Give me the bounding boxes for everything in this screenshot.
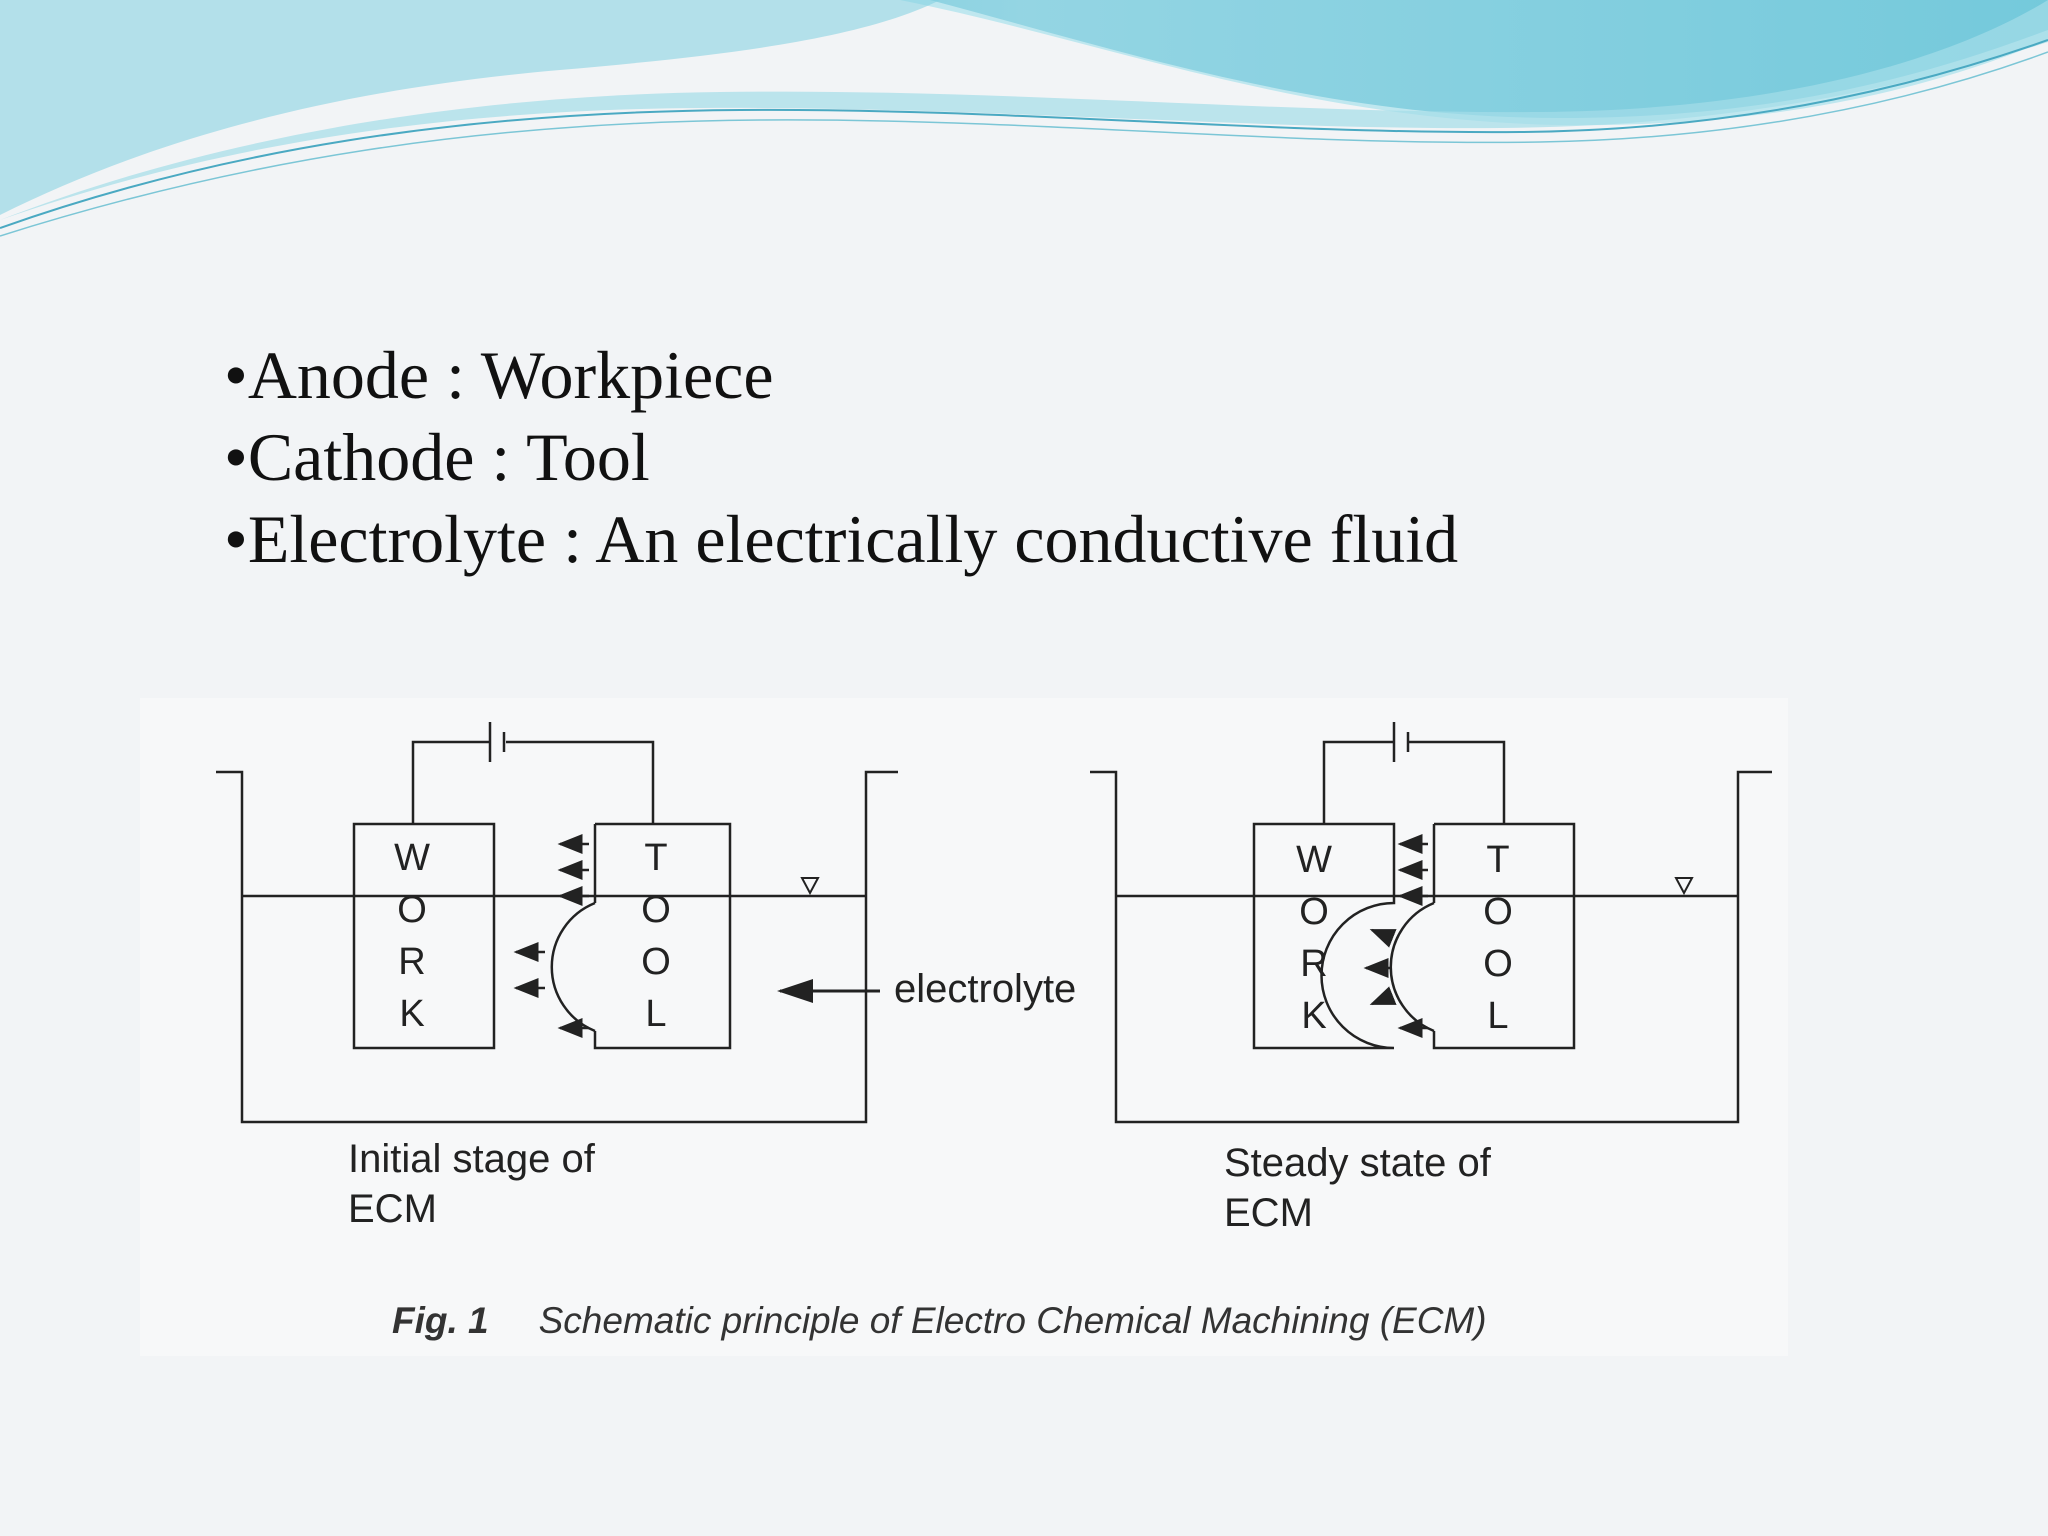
work-letter: K [399, 993, 424, 1035]
steady-state-diagram [1090, 722, 1772, 1124]
tool-tip-curve-right [1389, 901, 1435, 1033]
level-marker-right [1674, 877, 1694, 896]
figure-caption: Fig. 1 Schematic principle of Electro Che… [392, 1300, 1487, 1342]
work-letter: W [1296, 839, 1332, 881]
work-letter: K [1301, 995, 1326, 1037]
tool-letter: O [641, 941, 671, 983]
work-letter: R [1300, 943, 1327, 985]
bullet-item: Electrolyte : An electrically conductive… [224, 498, 1458, 580]
work-block-right [1252, 822, 1396, 1050]
circuit-wire-left [411, 740, 655, 824]
work-letter: R [398, 941, 425, 983]
work-letter: O [1299, 891, 1329, 933]
figure-number: Fig. 1 [392, 1300, 489, 1341]
tool-block-left [593, 822, 732, 1050]
tool-letter: O [1483, 891, 1513, 933]
tool-block-right [1432, 822, 1576, 1050]
tool-letter: O [641, 889, 671, 931]
figure-title: Schematic principle of Electro Chemical … [538, 1300, 1487, 1341]
initial-stage-caption-line1: Initial stage of [348, 1137, 596, 1181]
tool-tip-curve-left [550, 901, 596, 1033]
bullet-item: Anode : Workpiece [224, 334, 1458, 416]
bullet-list: Anode : Workpiece Cathode : Tool Electro… [224, 334, 1458, 580]
initial-stage-diagram [216, 722, 898, 1124]
work-letter: W [394, 837, 430, 879]
tool-letter: O [1483, 943, 1513, 985]
initial-stage-caption-line2: ECM [348, 1187, 437, 1231]
work-letter: O [397, 889, 427, 931]
steady-state-caption-line1: Steady state of [1224, 1141, 1492, 1185]
bullet-item: Cathode : Tool [224, 416, 1458, 498]
circuit-wire-right [1322, 740, 1506, 824]
level-marker-left [800, 877, 820, 896]
work-block-left [352, 822, 496, 1050]
tool-letter: T [1486, 839, 1509, 881]
figure-panel: W O R K T O O L W O R K T O O L electrol… [140, 698, 1788, 1356]
electrolyte-label: electrolyte [894, 967, 1076, 1011]
tank-right [1090, 770, 1772, 1124]
tool-letter: L [1487, 995, 1508, 1037]
tool-letter: L [645, 993, 666, 1035]
tank-left [216, 770, 898, 1124]
tool-letter: T [644, 837, 667, 879]
ecm-schematic: W O R K T O O L W O R K T O O L electrol… [216, 722, 1772, 1235]
header-wave-decoration [0, 0, 2048, 237]
steady-state-caption-line2: ECM [1224, 1191, 1313, 1235]
